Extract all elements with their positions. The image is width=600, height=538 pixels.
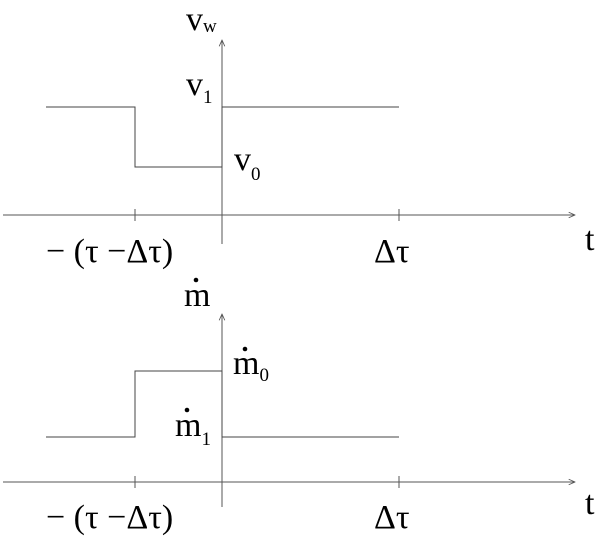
bottom-signal-waveform [46,370,399,438]
svg-text:m1: m1 [175,407,211,450]
dot-accent [184,407,190,413]
top-plot: vw t v1 v0 − (τ −Δτ) Δτ [3,1,595,270]
svg-text:m: m [184,277,210,314]
dot-accent [193,277,199,283]
bottom-x-axis-label: t [585,485,595,522]
bottom-plot: m t m0 m1 − (τ −Δτ) Δτ [3,277,595,536]
top-signal-waveform [46,106,399,168]
bottom-low-level-label: m1 [175,407,211,450]
top-high-level-label: v1 [186,66,213,108]
top-tick-right-label: Δτ [374,233,410,270]
svg-text:m0: m0 [233,345,269,386]
bottom-tick-left-label: − (τ −Δτ) [46,499,173,536]
top-y-axis-label: vw [186,1,217,38]
bottom-tick-right-label: Δτ [374,499,410,536]
top-x-axis-label: t [585,221,595,258]
bottom-y-axis-label: m [184,277,210,314]
top-low-level-label: v0 [234,141,261,185]
top-tick-left-label: − (τ −Δτ) [46,233,173,270]
bottom-high-level-label: m0 [233,345,269,386]
dot-accent [242,346,248,352]
